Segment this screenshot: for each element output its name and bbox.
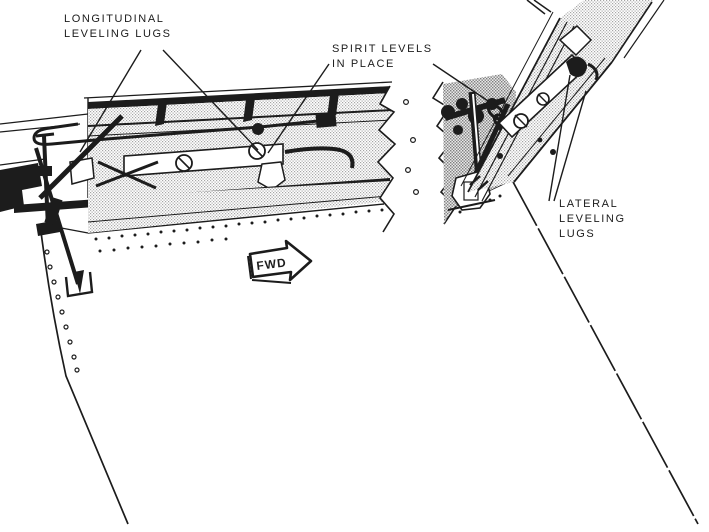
skin-panel-right-edge	[511, 179, 699, 525]
fwd-arrow-label: FWD	[256, 255, 288, 273]
bent-pipe	[284, 146, 355, 169]
panel-top-right-edge	[611, 1, 653, 63]
fwd-arrow-outline	[248, 239, 313, 282]
rod-fitting-1	[315, 113, 337, 128]
label-spirit-levels-in-place: SPIRIT LEVELS IN PLACE	[332, 42, 433, 72]
label-longitudinal-line1: LONGITUDINAL	[64, 13, 165, 25]
leveling-lug-right	[257, 161, 286, 191]
deck-left-end-fitting	[0, 163, 42, 212]
control-rod	[32, 119, 319, 146]
label-spirit-line1: SPIRIT LEVELS	[332, 43, 433, 55]
break-edge-left	[376, 85, 397, 233]
leader-spirit-left	[267, 63, 330, 154]
diagonal-brace	[38, 114, 124, 200]
rod-fitting-2	[252, 123, 264, 135]
skin-panel-left-edge	[39, 223, 129, 525]
deck-far-line-1	[0, 113, 89, 125]
panel-far-flange	[623, 0, 665, 59]
leader-longitudinal-right	[162, 49, 259, 151]
plumb-turnbuckle	[44, 197, 63, 226]
panel-edge-upper-left	[467, 17, 561, 193]
rivet-row-left-curve	[44, 249, 80, 373]
deck-lower-band	[88, 181, 390, 233]
hinge-marks	[469, 175, 489, 191]
angled-lateral-panel	[460, 0, 665, 202]
deck-left-line	[0, 158, 46, 166]
panel-edge-lower-right	[513, 61, 613, 183]
plumb-bob-tip	[74, 270, 84, 294]
rivet-row-top	[94, 208, 384, 241]
bracket-foot	[447, 199, 496, 211]
leveling-jack-assembly	[34, 114, 159, 298]
label-lateral-line3: LUGS	[559, 228, 596, 240]
rail-lug-tabs	[155, 93, 339, 126]
lateral-lug-curl	[587, 62, 599, 81]
label-longitudinal-line2: LEVELING LUGS	[64, 28, 172, 40]
plumb-target-bracket	[64, 271, 94, 298]
label-lateral-line2: LEVELING	[559, 213, 626, 225]
label-lateral-line1: LATERAL	[559, 198, 619, 210]
panel-corner-line-1	[526, 0, 546, 15]
fwd-arrow-tail-edge	[247, 255, 252, 280]
leader-lateral-1	[548, 74, 571, 202]
fwd-arrow-shadow	[251, 279, 292, 284]
fuselage-deck	[0, 81, 393, 233]
rivet-row-second	[98, 237, 228, 253]
deck-lower-line	[87, 195, 389, 223]
panel-corner-line-2	[533, 0, 552, 13]
panel-rail-3	[507, 57, 606, 177]
lateral-lug-bracket	[558, 24, 593, 57]
angled-panel-face	[468, 0, 654, 192]
label-spirit-line2: IN PLACE	[332, 58, 395, 70]
panel-outer-thin	[460, 11, 554, 187]
break-debris	[403, 98, 420, 196]
jack-screw-head	[35, 132, 55, 138]
leader-spirit-right	[432, 63, 498, 108]
label-longitudinal-leveling-lugs: LONGITUDINAL LEVELING LUGS	[64, 12, 172, 42]
deck-top-line	[83, 81, 393, 99]
leader-lateral-2	[553, 90, 587, 202]
spirit-level-longitudinal	[69, 142, 286, 191]
label-lateral-leveling-lugs: LATERAL LEVELING LUGS	[559, 197, 626, 242]
jagged-break	[376, 81, 458, 233]
lateral-lug-clamp	[566, 56, 587, 77]
skin-top-edge-left	[87, 203, 385, 234]
leader-longitudinal-left	[79, 49, 142, 153]
panel-bolt-dots	[497, 137, 556, 159]
leader-lines	[79, 49, 587, 202]
spirit-level-lateral	[497, 24, 599, 139]
truss-brace-2	[97, 160, 157, 190]
fwd-direction-arrow: FWD	[247, 239, 313, 284]
deck-stringer-1	[87, 109, 393, 127]
